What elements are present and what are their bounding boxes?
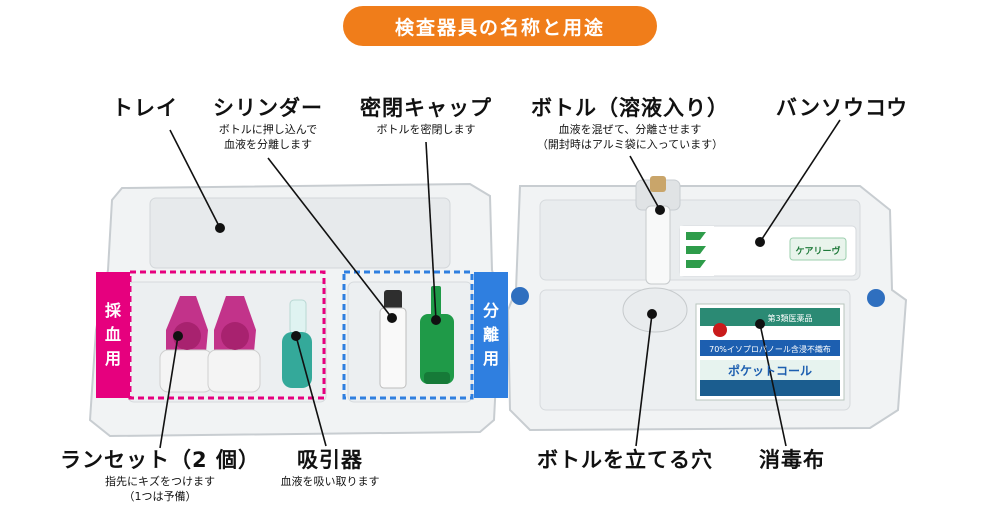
- wipe-brand-text: ポケットコール: [728, 363, 812, 378]
- label-bandage: バンソウコウ: [776, 96, 908, 120]
- tag-char: 血: [104, 325, 121, 344]
- separation-zone: [342, 270, 474, 400]
- label-cylinder-desc-2: 血液を分離します: [224, 138, 312, 151]
- label-lancet-name: ランセット（2 個）: [60, 448, 260, 472]
- label-bottle-hole-name: ボトルを立てる穴: [537, 448, 713, 472]
- label-bandage-name: バンソウコウ: [775, 96, 909, 120]
- bandage-brand-text: ケアリーヴ: [795, 245, 840, 257]
- label-cylinder-desc-1: ボトルに押し込んで: [218, 123, 318, 136]
- label-cylinder-name: シリンダー: [213, 96, 323, 120]
- label-seal-cap: 密閉キャップ ボトルを密閉します: [360, 96, 492, 137]
- leader-lines: [159, 119, 841, 449]
- label-pipette-name: 吸引器: [297, 448, 363, 472]
- label-lancet-desc-2: （1つは予備）: [123, 490, 197, 503]
- wipe-top-text: 第3類医薬品: [767, 313, 812, 323]
- tag-char: 用: [482, 349, 499, 368]
- separation-tag: 分 離 用: [474, 272, 508, 398]
- page-title: 検査器具の名称と用途: [343, 6, 657, 46]
- blood-collection-tag: 採 血 用: [96, 272, 130, 398]
- label-pipette-desc: 血液を吸い取ります: [280, 475, 380, 488]
- label-cylinder: シリンダー ボトルに押し込んで 血液を分離します: [213, 96, 323, 152]
- label-tray-name: トレイ: [112, 96, 178, 120]
- label-bottle: ボトル（溶液入り） 血液を混ぜて、分離させます （開封時はアルミ袋に入っています…: [531, 96, 729, 152]
- seal-cap: [420, 286, 454, 384]
- bandage-pack: [679, 225, 857, 277]
- label-tray: トレイ: [112, 96, 178, 120]
- wipe-strip-text: 70%イソプロパノール含浸不織布: [709, 344, 831, 354]
- label-bottle-desc-2: （開封時はアルミ袋に入っています）: [536, 138, 724, 151]
- label-seal-cap-desc: ボトルを密閉します: [376, 123, 476, 136]
- label-bottle-desc-1: 血液を混ぜて、分離させます: [558, 123, 702, 136]
- label-lancet: ランセット（2 個） 指先にキズをつけます （1つは予備）: [60, 448, 260, 504]
- tag-char: 用: [104, 349, 121, 368]
- label-seal-cap-name: 密閉キャップ: [360, 96, 492, 120]
- label-pipette: 吸引器 血液を吸い取ります: [281, 448, 380, 489]
- label-bottle-name: ボトル（溶液入り）: [531, 96, 729, 120]
- tag-char: 採: [104, 301, 121, 320]
- label-bottle-hole: ボトルを立てる穴: [537, 448, 713, 472]
- label-wipe-name: 消毒布: [759, 448, 825, 472]
- cylinder: [379, 290, 407, 389]
- lancet-2: [207, 296, 261, 393]
- tag-char: 離: [482, 325, 499, 344]
- label-lancet-desc-1: 指先にキズをつけます: [105, 475, 215, 488]
- tag-char: 分: [482, 301, 499, 320]
- label-wipe: 消毒布: [759, 448, 825, 472]
- leader-dots: [173, 205, 765, 341]
